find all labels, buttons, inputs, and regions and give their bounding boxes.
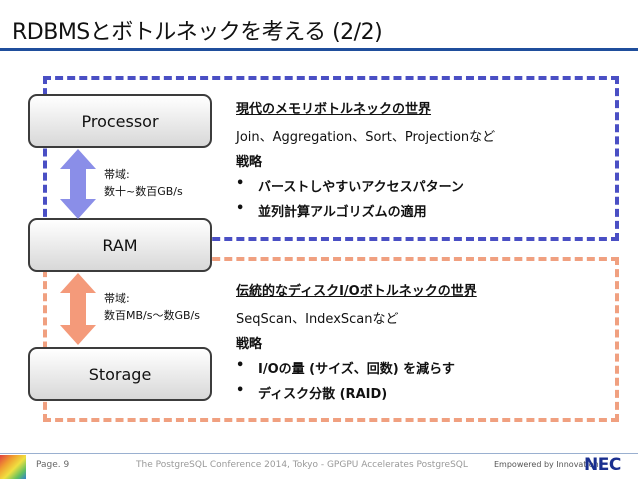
bandwidth-bottom: 帯域: 数百MB/s〜数GB/s (104, 290, 200, 324)
disk-panel-strategy-label: 戦略 (236, 337, 263, 352)
bandwidth-top-value: 数十~数百GB/s (104, 185, 183, 198)
disk-panel-examples: SeqScan、IndexScanなど (236, 312, 399, 327)
footer-color-strip (0, 455, 26, 479)
disk-bottleneck-region (43, 257, 619, 422)
processor-label: Processor (81, 111, 159, 131)
memory-panel-examples: Join、Aggregation、Sort、Projectionなど (236, 130, 496, 145)
bandwidth-bottom-label: 帯域: (104, 292, 130, 305)
footer-rule (0, 453, 638, 454)
memory-bullet-item: • 並列計算アルゴリズムの適用 (236, 201, 495, 220)
processor-node: Processor (28, 94, 212, 148)
processor-ram-arrow-icon (60, 149, 96, 219)
bullet-icon: • (236, 176, 245, 191)
bullet-icon: • (236, 383, 245, 398)
page-number: Page. 9 (36, 460, 70, 470)
ram-node: RAM (28, 218, 212, 272)
bandwidth-bottom-value: 数百MB/s〜数GB/s (104, 309, 200, 322)
memory-bullet-text: 並列計算アルゴリズムの適用 (258, 205, 427, 220)
disk-panel-heading: 伝統的なディスクI/Oボトルネックの世界 (236, 284, 477, 299)
ram-storage-arrow-icon (60, 273, 96, 345)
disk-bullet-item: • I/Oの量 (サイズ、回数) を減らす (236, 358, 477, 377)
memory-panel-strategy-label: 戦略 (236, 155, 263, 170)
memory-bottleneck-region (43, 76, 619, 241)
conference-caption: The PostgreSQL Conference 2014, Tokyo - … (136, 460, 468, 470)
bandwidth-top: 帯域: 数十~数百GB/s (104, 166, 183, 200)
nec-logo: NEC (584, 455, 621, 475)
storage-node: Storage (28, 347, 212, 401)
memory-bullet-item: • バーストしやすいアクセスパターン (236, 176, 495, 195)
title-rule (0, 48, 638, 51)
bandwidth-top-label: 帯域: (104, 168, 130, 181)
disk-bullet-text: I/Oの量 (サイズ、回数) を減らす (258, 362, 455, 377)
memory-panel: 現代のメモリボトルネックの世界 Join、Aggregation、Sort、Pr… (236, 98, 495, 226)
disk-panel: 伝統的なディスクI/Oボトルネックの世界 SeqScan、IndexScanなど… (236, 280, 477, 408)
bullet-icon: • (236, 201, 245, 216)
ram-label: RAM (102, 235, 138, 255)
storage-label: Storage (88, 364, 152, 384)
arrow-bottom-shape (60, 273, 96, 345)
slide-title: RDBMSとボトルネックを考える (2/2) (12, 20, 383, 45)
company-tagline: Empowered by Innovation (494, 460, 599, 469)
disk-bullet-item: • ディスク分散 (RAID) (236, 383, 477, 402)
disk-bullet-text: ディスク分散 (RAID) (258, 387, 388, 402)
memory-bullet-text: バーストしやすいアクセスパターン (258, 180, 464, 195)
bullet-icon: • (236, 358, 245, 373)
memory-panel-heading: 現代のメモリボトルネックの世界 (236, 102, 432, 117)
arrow-top-shape (60, 149, 96, 219)
